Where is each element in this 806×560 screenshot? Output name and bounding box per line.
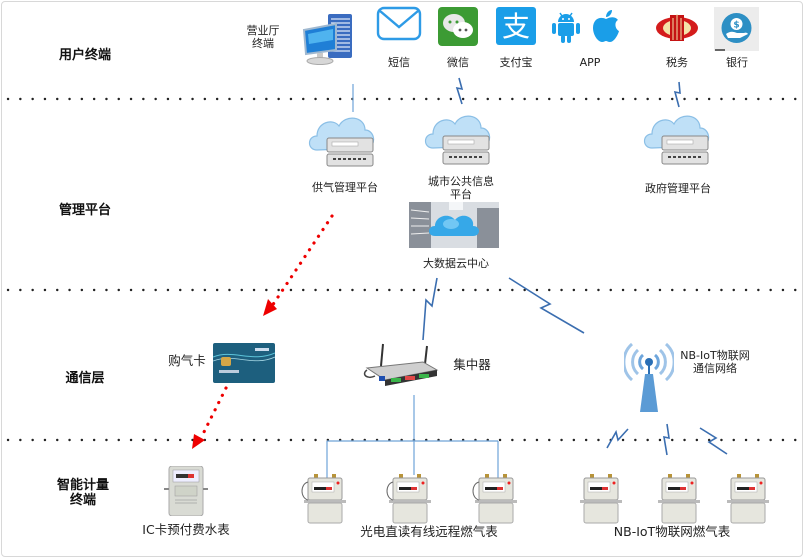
big-data-center-icon: [409, 202, 499, 248]
sms-icon: [376, 6, 422, 41]
nbiot-gas-meter-1-icon: [580, 474, 622, 524]
layer-label-communication: 通信层: [65, 371, 105, 386]
business-hall-label: 营业厅 终端: [238, 24, 288, 50]
tax-label: 税务: [666, 56, 688, 69]
nbiot-gas-meter-2-icon: [658, 474, 700, 524]
wechat-icon: [438, 7, 478, 46]
svg-text:支: 支: [502, 10, 530, 43]
lightning-meter-2: [663, 423, 670, 456]
gas-supply-platform-cloud-server-icon: [308, 117, 375, 167]
wired-gas-meter-2-icon: [386, 474, 431, 524]
layer-label-line-1: 智能计量: [56, 478, 109, 493]
bank-label: 银行: [726, 56, 748, 69]
gas-supply-platform-label: 供气管理平台: [312, 181, 378, 194]
red-arrow-platform-to-card: [263, 214, 334, 316]
ic-card-water-meter-icon: [164, 466, 208, 516]
business-hall-label-line-1: 营业厅: [246, 24, 280, 37]
wired-bus-connector: [326, 395, 499, 478]
government-platform-cloud-server-icon: [643, 115, 710, 165]
tax-icon: [656, 14, 698, 41]
lightning-meter-1: [606, 428, 629, 449]
nbiot-base-station-icon: [624, 342, 674, 412]
city-info-label-line-1: 城市公共信息: [428, 175, 494, 188]
concentrator-icon: [363, 343, 439, 386]
alipay-label: 支付宝: [499, 56, 533, 69]
wechat-label: 微信: [447, 56, 469, 69]
nbiot-gas-meter-3-icon: [727, 474, 769, 524]
wired-gas-meter-1-icon: [301, 474, 346, 524]
red-arrow-card-to-meter: [192, 386, 228, 449]
nbiot-network-label: NB-IoT物联网 通信网络: [672, 349, 758, 375]
city-info-label-line-2: 平台: [450, 188, 472, 201]
sms-label: 短信: [388, 56, 410, 69]
ic-card-meter-label: IC卡预付费水表: [142, 522, 230, 537]
big-data-center-label: 大数据云中心: [423, 257, 489, 270]
lightning-nbiot: [508, 277, 585, 334]
gas-card-icon: [213, 343, 275, 383]
city-info-platform-cloud-server-icon: [424, 115, 491, 165]
business-hall-label-line-2: 终端: [252, 37, 274, 50]
wired-gas-meter-3-icon: [472, 474, 517, 524]
alipay-icon: 支: [496, 7, 536, 45]
lightning-meter-3: [699, 427, 728, 455]
concentrator-label: 集中器: [453, 357, 491, 372]
gas-card-label: 购气卡: [168, 353, 206, 368]
layer-label-smart-metering: 智能计量 终端: [48, 478, 118, 508]
business-hall-terminal-icon: [302, 14, 352, 65]
nbiot-network-label-line-2: 通信网络: [693, 362, 737, 375]
apple-icon: [593, 10, 619, 42]
lightning-tax: [673, 81, 681, 108]
government-platform-label: 政府管理平台: [645, 182, 711, 195]
layer-label-user-terminal: 用户终端: [58, 48, 111, 63]
android-icon: [552, 12, 580, 43]
app-label: APP: [579, 56, 601, 69]
layer-label-management-platform: 管理平台: [58, 203, 111, 218]
lightning-wechat: [455, 77, 464, 105]
wired-remote-meters-label: 光电直读有线远程燃气表: [360, 524, 498, 539]
nbiot-meters-label: NB-IoT物联网燃气表: [613, 524, 731, 539]
city-info-platform-label: 城市公共信息 平台: [418, 175, 504, 201]
lightning-concentrator: [422, 277, 438, 341]
bank-icon: $: [714, 7, 759, 51]
layer-label-line-2: 终端: [69, 493, 96, 508]
svg-text:$: $: [733, 21, 739, 31]
nbiot-network-label-line-1: NB-IoT物联网: [680, 349, 750, 362]
